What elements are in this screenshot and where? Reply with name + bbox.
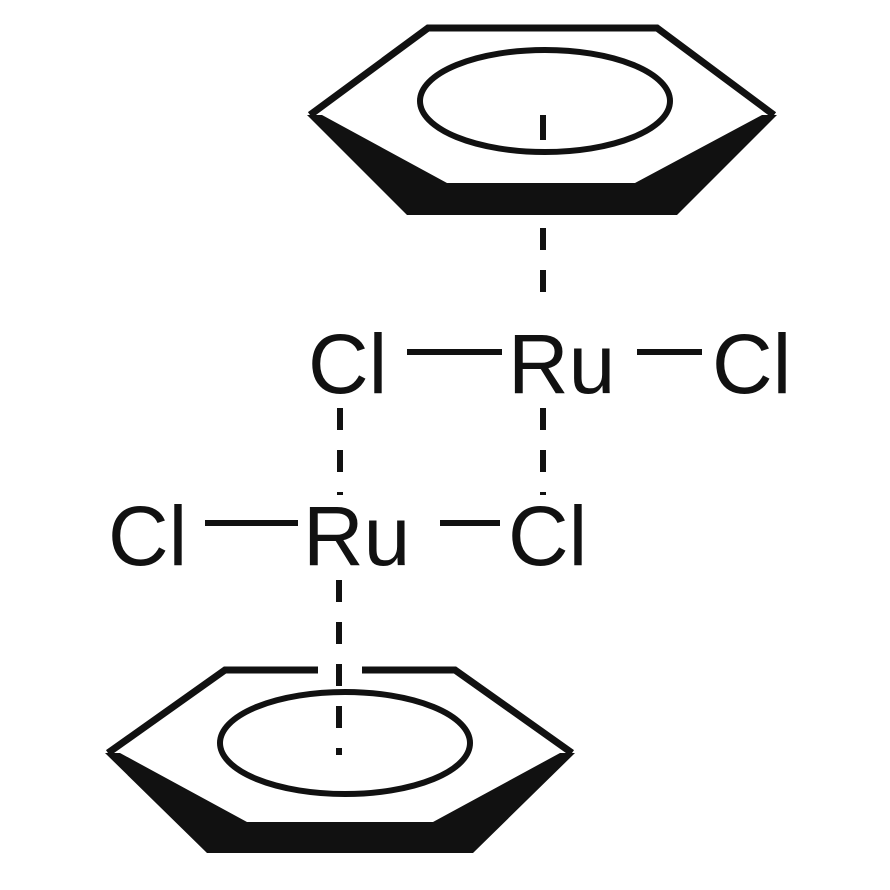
top-ring-outline	[307, 24, 777, 118]
top-ring-aromatic-circle	[417, 47, 673, 155]
top-benzene-ring	[307, 24, 777, 215]
top-right-chlorine: Cl	[712, 317, 791, 411]
bottom-right-chlorine: Cl	[508, 489, 587, 583]
bottom-benzene-ring	[105, 666, 575, 853]
top-ring-shaded-edge	[307, 115, 777, 215]
bottom-ring-shaded-edge	[105, 753, 575, 853]
bottom-ring-aromatic-circle	[217, 689, 473, 797]
bottom-ruthenium: Ru	[303, 489, 410, 583]
bottom-ring-outline-left	[105, 666, 318, 756]
top-ruthenium: Ru	[508, 317, 615, 411]
bottom-ring-outline-right	[362, 666, 575, 756]
bottom-left-chlorine: Cl	[108, 489, 187, 583]
top-left-chlorine: Cl	[308, 317, 387, 411]
